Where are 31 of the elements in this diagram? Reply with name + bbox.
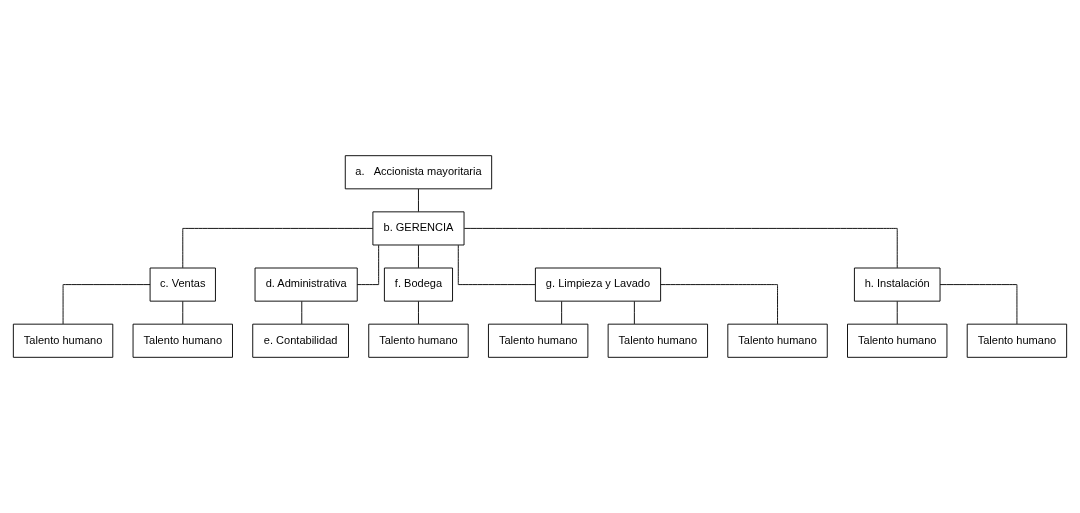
node-box: Talento humano [488,323,589,358]
connector [418,300,419,325]
connector [463,227,898,269]
node-box: Talento humano [727,323,828,358]
connector [356,244,380,286]
connector [62,284,151,325]
connector [418,244,419,269]
node-box: Talento humano [368,323,469,358]
node-box: e. Contabilidad [252,323,349,358]
connector [896,300,898,325]
node-box: Talento humano [966,323,1068,358]
node-box: Talento humano [12,323,114,358]
node-box: d. Administrativa [254,267,358,302]
node-box: f. Bodega [383,267,453,302]
node-box: b. GERENCIA [372,211,465,246]
connector [182,227,374,269]
node-box: g. Limpieza y Lavado [534,267,662,302]
connector [633,300,635,325]
connector [182,300,184,325]
connector [939,284,1018,325]
connector [418,188,419,213]
connector [301,300,303,325]
node-box: Talento humano [132,323,233,358]
node-box: a. Accionista mayoritaria [344,155,493,190]
node-box: Talento humano [607,323,709,358]
connector [660,284,778,325]
node-box: Talento humano [847,323,948,358]
connector [457,244,536,286]
connector [561,300,563,325]
node-box: c. Ventas [149,267,216,302]
node-box: h. Instalación [853,267,941,302]
